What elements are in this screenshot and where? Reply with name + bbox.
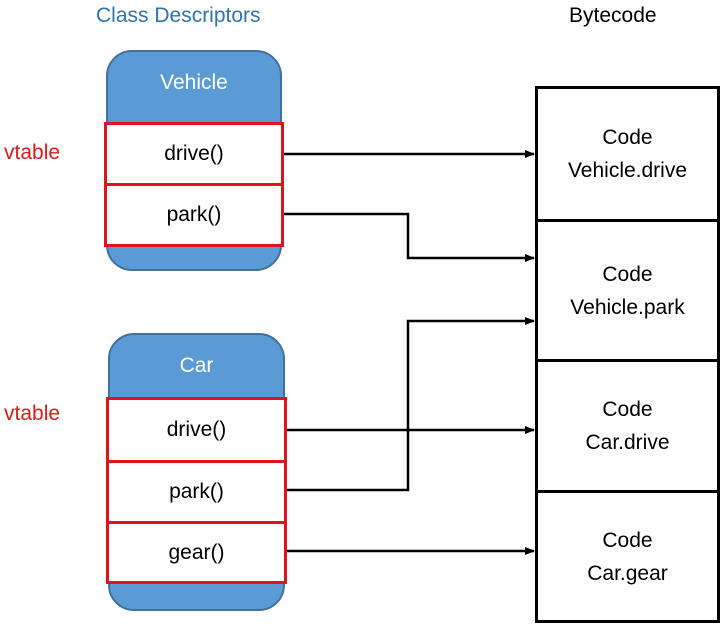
vtable-label-vehicle: vtable — [4, 141, 61, 164]
arrow-vehicle-park — [284, 212, 535, 262]
vehicle-descriptor-title: Vehicle — [160, 71, 228, 94]
code-block-keyword: Code — [602, 398, 653, 421]
code-block-keyword: Code — [602, 126, 653, 149]
vehicle-slot-park: park() — [104, 183, 284, 247]
code-block-keyword: Code — [602, 262, 653, 286]
car-descriptor-title: Car — [179, 354, 214, 377]
class-descriptors-heading: Class Descriptors — [96, 4, 261, 27]
code-block-method: Vehicle.drive — [567, 159, 688, 182]
arrow-car-park — [287, 317, 535, 492]
car-slot-drive: drive() — [106, 397, 287, 463]
car-slot-gear: gear() — [106, 521, 287, 584]
code-block-method: Vehicle.park — [570, 295, 685, 319]
bytecode-heading: Bytecode — [569, 4, 657, 27]
code-block-method: Car.gear — [587, 561, 668, 585]
code-block-keyword: Code — [602, 528, 653, 552]
vtable-label-car: vtable — [4, 402, 61, 425]
code-block-vehicle-drive: Code Vehicle.drive — [535, 86, 720, 222]
code-block-method: Car.drive — [585, 431, 670, 454]
code-block-car-drive: Code Car.drive — [535, 359, 720, 493]
car-slot-park: park() — [106, 460, 287, 524]
code-block-car-gear: Code Car.gear — [535, 490, 720, 623]
